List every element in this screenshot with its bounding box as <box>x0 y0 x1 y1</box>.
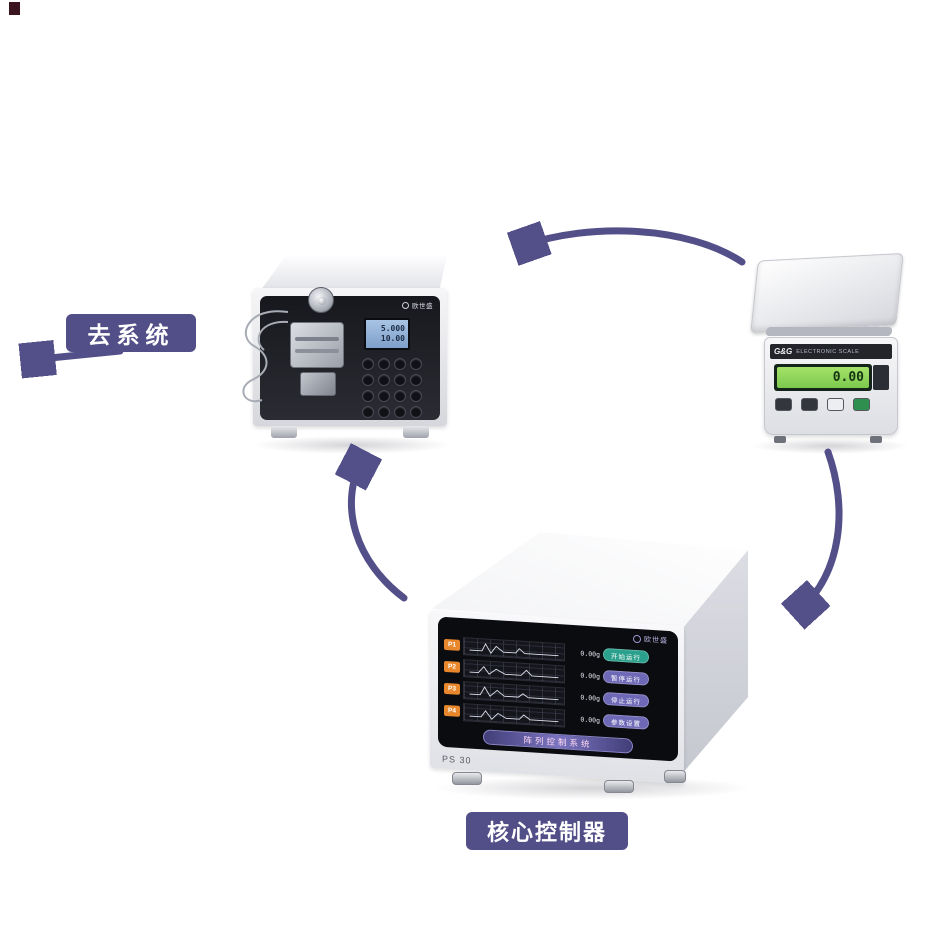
pump-top-face <box>260 256 447 290</box>
arrow-pump-to-system <box>30 351 124 360</box>
pump-key <box>378 390 390 402</box>
scale-key <box>801 398 818 411</box>
pump-head-block <box>290 322 344 368</box>
scale-sticker <box>873 365 889 390</box>
channel-badge: P2 <box>444 660 460 673</box>
pump-tubing <box>242 310 289 403</box>
channel-button: 开始运行 <box>603 647 649 664</box>
channel-badge: P4 <box>444 704 460 717</box>
pump-brand-logo-icon <box>402 301 409 309</box>
channel-row: P3 0.00g 停止运行 <box>444 679 672 712</box>
controller-front-panel: 欧世盛 P1 0.00g 开始运行 P2 <box>430 610 684 784</box>
scale-lcd-frame: 0.00 <box>774 364 872 391</box>
pump-valve-knob <box>308 287 334 313</box>
pump-key <box>410 358 422 370</box>
scale-subtitle-text: ELECTRONIC SCALE <box>796 348 860 355</box>
channel-waveform <box>463 680 565 705</box>
pump-key <box>378 406 390 418</box>
pump-key <box>394 374 406 386</box>
channel-row: P2 0.00g 暂停运行 <box>444 657 672 690</box>
to-system-label-text: 去系统 <box>87 322 175 348</box>
scale-foot-right <box>870 436 882 443</box>
scale-foot-left <box>774 436 786 443</box>
scale-display-value: 0.00 <box>832 370 864 385</box>
controller-brand-logo-icon <box>633 634 641 644</box>
controller-screen: 欧世盛 P1 0.00g 开始运行 P2 <box>438 616 678 762</box>
electronic-scale-device: G&G ELECTRONIC SCALE 0.00 <box>750 247 906 449</box>
to-system-label: 去系统 <box>66 314 196 352</box>
pump-key <box>394 358 406 370</box>
pump-foot-left <box>271 426 297 438</box>
pump-key <box>362 390 374 402</box>
channel-button: 暂停运行 <box>603 669 649 686</box>
channel-waveform <box>463 658 565 683</box>
scale-keys <box>775 398 870 411</box>
channel-value: 0.00g <box>580 692 600 703</box>
channel-row: P1 0.00g 开始运行 <box>444 635 672 668</box>
arrow-controller-to-pump <box>351 460 408 602</box>
pump-screen-value2: 10.00 <box>380 334 405 343</box>
controller-brand: 欧世盛 <box>633 634 668 646</box>
controller-screen-footer: 阵列控制系统 <box>483 729 633 754</box>
pump-brand: 欧世盛 <box>402 300 433 310</box>
scale-pan-rim <box>765 327 893 336</box>
arrow-scale-to-pump <box>522 231 746 262</box>
channel-waveform <box>463 636 565 661</box>
scale-lcd: 0.00 <box>777 367 869 388</box>
pump-key <box>362 374 374 386</box>
controller-foot-right <box>664 770 686 783</box>
controller-channel-rows: P1 0.00g 开始运行 P2 0.00g 暂停运行 <box>444 635 672 734</box>
channel-button: 参数设置 <box>603 713 649 730</box>
pump-key <box>362 358 374 370</box>
pump-brand-text: 欧世盛 <box>412 303 433 310</box>
scale-body: G&G ELECTRONIC SCALE 0.00 <box>764 337 898 435</box>
controller-footer-text: 阵列控制系统 <box>523 734 593 749</box>
pump-screen-value1: 5.000 <box>380 324 405 333</box>
channel-value: 0.00g <box>580 648 600 659</box>
scale-weighing-pan <box>750 252 904 334</box>
pump-device: 欧世盛 5.000 10.00 <box>242 256 447 448</box>
pump-key <box>410 374 422 386</box>
pump-key <box>394 406 406 418</box>
pump-front-panel: 欧世盛 5.000 10.00 <box>242 287 440 420</box>
core-controller-device: 欧世盛 P1 0.00g 开始运行 P2 <box>418 524 752 798</box>
channel-button: 停止运行 <box>603 691 649 708</box>
core-controller-label: 核心控制器 <box>466 812 628 850</box>
pump-key <box>410 406 422 418</box>
channel-value: 0.00g <box>580 714 600 725</box>
arrow-scale-to-controller <box>800 448 843 610</box>
controller-model-text: PS 30 <box>442 753 472 766</box>
pump-head-lower-block <box>300 372 336 396</box>
scale-brand-strip: G&G ELECTRONIC SCALE <box>770 344 892 359</box>
channel-badge: P3 <box>444 682 460 695</box>
pump-keypad <box>362 358 422 418</box>
scale-key <box>853 398 870 411</box>
channel-badge: P1 <box>444 638 460 651</box>
pump-key <box>378 358 390 370</box>
controller-foot-left <box>452 772 482 785</box>
pump-key <box>362 406 374 418</box>
controller-brand-text: 欧世盛 <box>644 636 668 645</box>
channel-row: P4 0.00g 参数设置 <box>444 701 672 734</box>
scale-key <box>775 398 792 411</box>
core-controller-label-text: 核心控制器 <box>486 820 607 845</box>
controller-shadow <box>432 776 752 800</box>
pump-key <box>394 390 406 402</box>
channel-value: 0.00g <box>580 670 600 681</box>
channel-waveform <box>463 702 565 727</box>
scale-brand-text: G&G <box>774 347 793 356</box>
pump-foot-right <box>403 426 429 438</box>
pump-key <box>378 374 390 386</box>
pump-key <box>410 390 422 402</box>
scale-key <box>827 398 844 411</box>
controller-foot-middle <box>604 780 634 793</box>
pump-screen: 5.000 10.00 <box>364 318 410 350</box>
corner-mark <box>9 2 20 15</box>
